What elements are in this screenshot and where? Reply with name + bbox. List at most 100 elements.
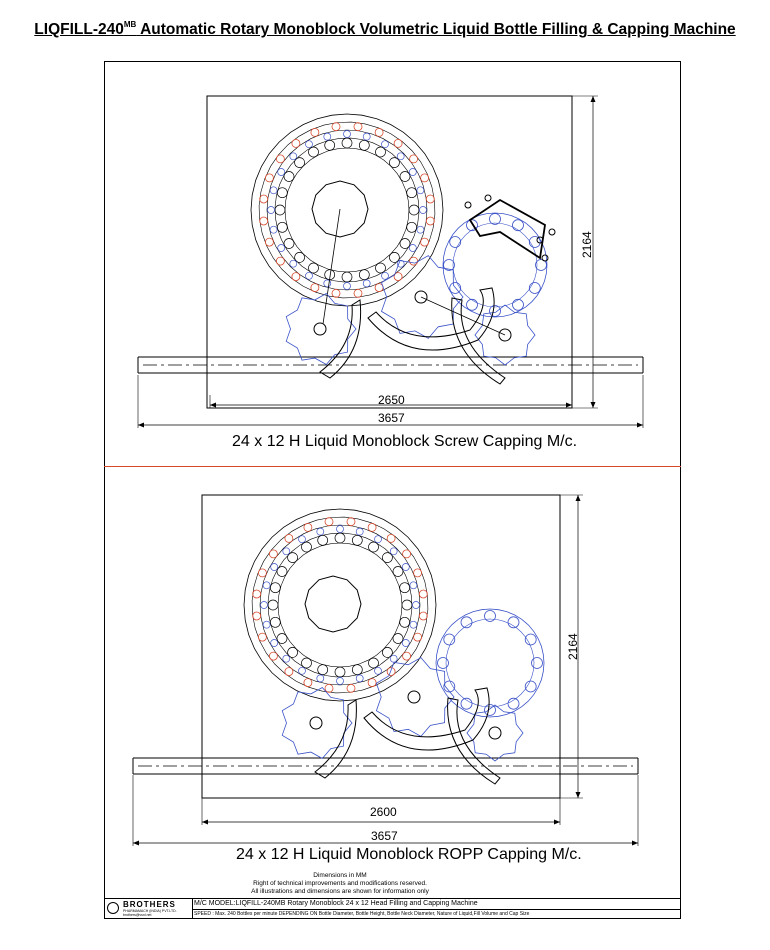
bottom-holder <box>401 563 410 571</box>
bottom-nozzle <box>324 683 334 693</box>
brothers-logo-icon <box>107 902 119 914</box>
bottom-pocket <box>401 599 413 611</box>
bottom-nozzle <box>418 589 428 599</box>
top-nozzle <box>374 127 384 137</box>
top-pocket <box>324 139 336 151</box>
top-holder <box>416 225 425 234</box>
bottom-outfeed-guide <box>447 697 501 785</box>
bottom-pocket <box>351 534 363 546</box>
bottom-pocket <box>317 534 329 546</box>
top-pocket <box>358 139 370 151</box>
top-nozzle <box>420 173 430 183</box>
bottom-nozzle <box>346 683 356 693</box>
bottom-pocket <box>368 657 379 669</box>
bottom-holder <box>412 601 420 609</box>
top-pocket <box>389 252 400 263</box>
top-pocket <box>389 157 400 168</box>
company-name: BROTHERS <box>123 900 176 909</box>
bottom-holder <box>374 535 382 544</box>
top-capping-turret <box>442 212 548 318</box>
top-cap-roller <box>484 194 492 202</box>
top-pocket <box>283 238 295 249</box>
bottom-capping-head <box>484 610 496 622</box>
bottom-nozzle <box>268 549 278 559</box>
top-height-dim: 2164 <box>580 231 594 258</box>
bottom-pocket <box>269 616 281 628</box>
bottom-dim-inner-arrow-l <box>202 819 208 825</box>
top-pocket <box>399 238 411 249</box>
bottom-dim-height-arrow-t <box>575 495 581 501</box>
top-nozzle <box>310 283 320 293</box>
note-rights: Right of technical improvements and modi… <box>253 880 427 887</box>
bottom-holder <box>355 674 364 683</box>
top-pocket <box>408 204 420 216</box>
bottom-holder <box>374 666 382 675</box>
bottom-infeed-guide <box>314 699 357 779</box>
note-illustrations: All illustrations and dimensions are sho… <box>251 888 429 895</box>
top-holder <box>343 282 351 290</box>
bottom-nozzle <box>386 534 396 543</box>
bottom-nozzle <box>386 667 396 676</box>
note-dimensions: Dimensions in MM <box>313 872 367 879</box>
bottom-inner-width-dim: 2600 <box>370 805 397 819</box>
top-pocket <box>375 146 386 158</box>
top-holder <box>396 152 405 161</box>
bottom-center-guide <box>363 687 490 751</box>
top-nozzle <box>331 288 341 298</box>
bottom-holder <box>262 620 271 629</box>
title-text: Automatic Rotary Monoblock Volumetric Li… <box>140 21 736 38</box>
section-divider <box>104 466 681 467</box>
bottom-transfer-starwheel <box>375 657 455 737</box>
top-pocket <box>406 221 418 233</box>
bottom-pocket <box>301 657 312 669</box>
bottom-holder <box>336 677 344 685</box>
top-nozzle <box>409 256 419 266</box>
top-nozzle <box>420 237 430 247</box>
bottom-nozzle <box>418 611 428 621</box>
top-cap-chute <box>468 198 546 260</box>
bottom-pocket <box>334 532 346 544</box>
bottom-holder <box>389 547 398 556</box>
top-dim-inner-arrow-r <box>566 402 572 408</box>
top-pocket <box>375 262 386 274</box>
top-cap-roller <box>536 236 544 244</box>
bottom-pocket <box>267 599 279 611</box>
top-nozzle <box>275 256 285 266</box>
top-holder <box>408 244 417 252</box>
top-holder <box>305 140 313 149</box>
bottom-pocket <box>382 647 393 658</box>
bottom-pocket <box>287 552 298 563</box>
top-nozzle <box>393 138 403 148</box>
top-holder <box>277 244 286 252</box>
machine-model-line: M/C MODEL:LIQFILL-240MB Rotary Monoblock… <box>194 900 478 907</box>
bottom-pocket <box>399 616 411 628</box>
top-pocket <box>274 204 286 216</box>
bottom-nozzle <box>413 568 423 578</box>
top-holder <box>419 206 427 214</box>
top-capping-head <box>443 259 455 271</box>
bottom-holder <box>298 666 306 675</box>
bottom-pocket <box>382 552 393 563</box>
company-email: brothers@vsnl.net <box>123 913 152 917</box>
bottom-capping-head <box>524 680 537 693</box>
bottom-capping-turret-inner <box>445 618 535 708</box>
bottom-pocket <box>392 566 404 577</box>
top-outfeed-starwheel <box>474 304 536 366</box>
top-pocket <box>406 187 418 199</box>
bottom-dim-inner-arrow-r <box>554 819 560 825</box>
top-center-guide <box>367 287 495 351</box>
bottom-pocket <box>276 633 288 644</box>
bottom-holder <box>401 639 410 647</box>
bottom-nozzle <box>284 667 294 676</box>
bottom-capping-head <box>443 680 456 693</box>
top-dim-overall-arrow-l <box>138 422 144 428</box>
bottom-nozzle <box>346 517 356 527</box>
bottom-nozzle <box>257 568 267 578</box>
top-cap-roller <box>541 254 549 262</box>
top-dim-height-arrow-b <box>590 402 596 408</box>
bottom-nozzle <box>268 651 278 661</box>
top-capping-head <box>466 298 478 311</box>
bottom-holder <box>260 601 268 609</box>
title-block-rule <box>192 909 681 910</box>
